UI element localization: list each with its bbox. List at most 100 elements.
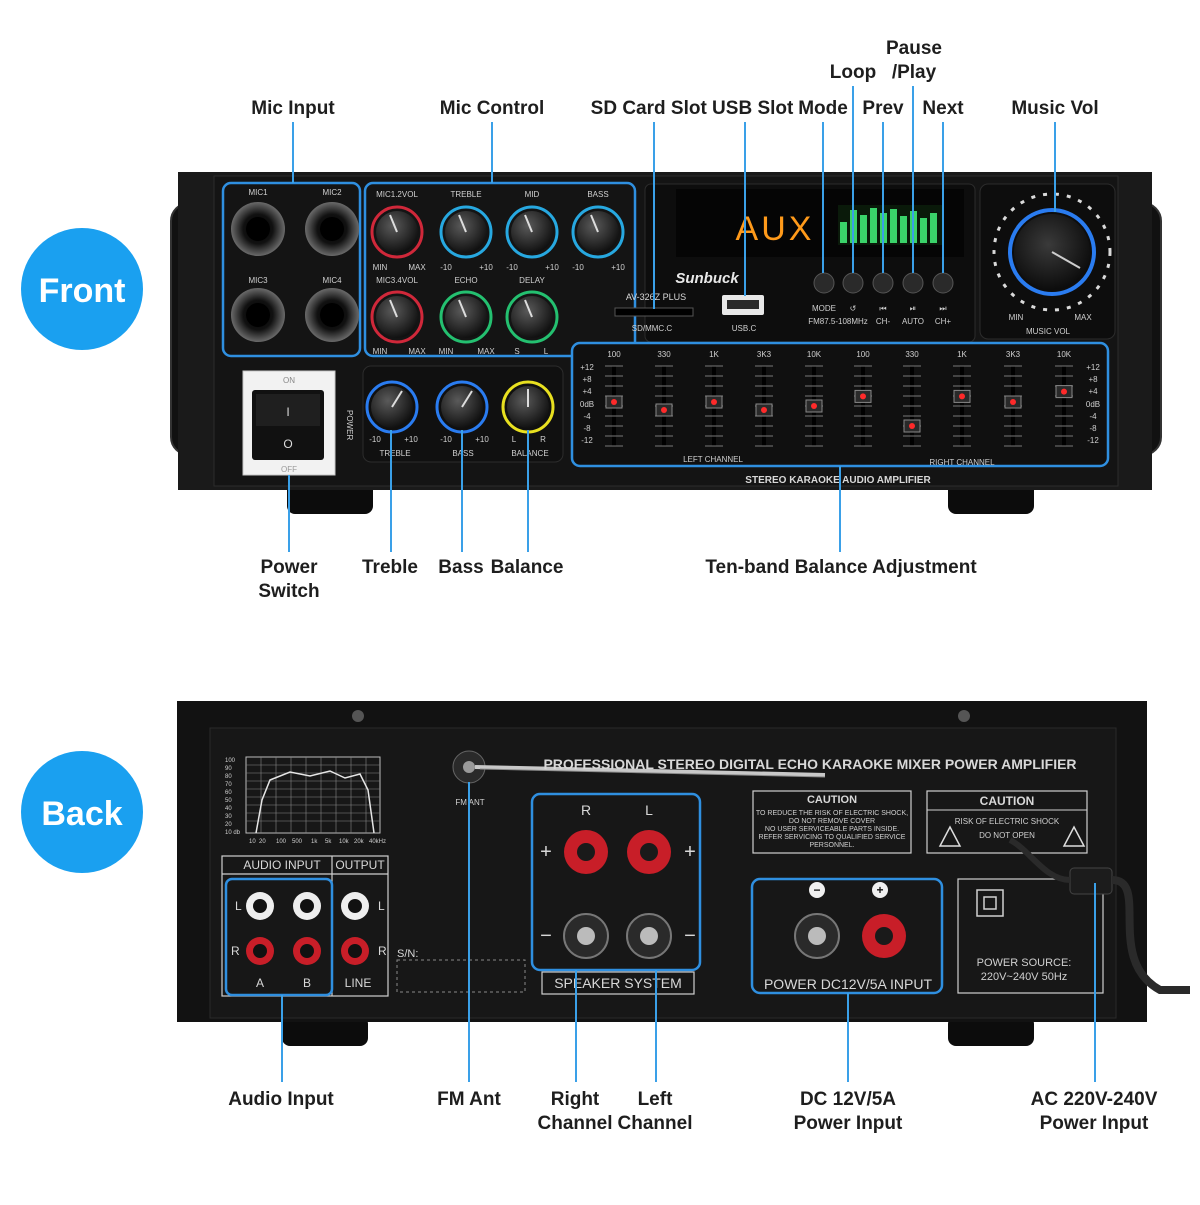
mic-mid-knob[interactable] — [505, 205, 559, 259]
prev-button[interactable] — [872, 272, 894, 294]
svg-text:+: + — [876, 883, 883, 897]
rca-b-left[interactable] — [293, 892, 321, 920]
front-unit: ON I O OFF POWER MIC1 MIC2 MIC3 MIC4 MIC… — [170, 172, 1162, 514]
label-mic-input: Mic Input — [251, 98, 335, 119]
music-vol-knob[interactable] — [992, 192, 1112, 312]
label-left-channel: Channel — [618, 1113, 693, 1134]
svg-text:+: + — [684, 841, 696, 863]
mic-control-highlight — [363, 181, 637, 358]
mic-input-highlight — [221, 181, 362, 358]
next-button[interactable] — [932, 272, 954, 294]
svg-text:-10: -10 — [369, 435, 381, 444]
svg-text:+10: +10 — [475, 435, 489, 444]
svg-text:5k: 5k — [325, 839, 332, 845]
svg-text:−: − — [540, 925, 552, 947]
ac-power-cord[interactable] — [1008, 837, 1190, 994]
mode-button[interactable] — [813, 272, 835, 294]
eq-db-scale-label: +4 — [582, 387, 592, 396]
svg-text:100: 100 — [225, 758, 236, 764]
svg-text:SPEAKER SYSTEM: SPEAKER SYSTEM — [554, 975, 682, 991]
svg-text:RIGHT CHANNEL: RIGHT CHANNEL — [929, 458, 995, 467]
svg-text:DO NOT OPEN: DO NOT OPEN — [979, 831, 1035, 840]
svg-text:50: 50 — [225, 798, 232, 804]
svg-text:MAX: MAX — [477, 347, 495, 356]
svg-text:L: L — [544, 347, 549, 356]
mic-jack-2[interactable] — [305, 202, 359, 256]
mic-bass-knob[interactable] — [571, 205, 625, 259]
eq-db-scale-label: -12 — [581, 436, 593, 445]
svg-text:90: 90 — [225, 766, 232, 772]
svg-text:-10: -10 — [572, 263, 584, 272]
dc-negative-terminal[interactable] — [794, 913, 840, 959]
svg-text:+10: +10 — [545, 263, 559, 272]
loop-button[interactable] — [842, 272, 864, 294]
mic-treble-knob[interactable] — [439, 205, 493, 259]
eq-slider-led — [1010, 399, 1016, 405]
svg-text:MIC2: MIC2 — [322, 188, 342, 197]
svg-text:PROFESSIONAL STEREO DIGITAL EC: PROFESSIONAL STEREO DIGITAL ECHO KARAOKE… — [543, 756, 1076, 772]
delay-knob[interactable] — [505, 290, 559, 344]
svg-text:⏭: ⏭ — [939, 304, 946, 313]
balance-knob[interactable] — [501, 380, 555, 434]
svg-text:S: S — [514, 347, 519, 356]
rca-a-left[interactable] — [246, 892, 274, 920]
mic-jack-4[interactable] — [305, 288, 359, 342]
mic-jack-1[interactable] — [231, 202, 285, 256]
eq-db-scale-label: +8 — [1088, 375, 1098, 384]
eq-slider-led — [711, 399, 717, 405]
label-bass: Bass — [438, 557, 483, 578]
sd-card-slot[interactable] — [614, 307, 694, 317]
left-speaker-positive[interactable] — [627, 830, 671, 874]
eq-db-scale-label: +12 — [1086, 363, 1100, 372]
rca-a-right[interactable] — [246, 937, 274, 965]
svg-text:TO REDUCE THE RISK OF ELECTRIC: TO REDUCE THE RISK OF ELECTRIC SHOCK, — [756, 810, 908, 817]
right-speaker-negative[interactable] — [563, 913, 609, 959]
svg-text:MIN: MIN — [439, 347, 454, 356]
svg-text:B: B — [303, 976, 311, 990]
left-speaker-negative[interactable] — [626, 913, 672, 959]
svg-text:↺: ↺ — [850, 304, 857, 313]
eq-slider-led — [909, 423, 915, 429]
line-out-right[interactable] — [341, 937, 369, 965]
svg-text:AV-326Z PLUS: AV-326Z PLUS — [626, 292, 686, 302]
eq-slider-led — [761, 407, 767, 413]
eq-freq-label: 10K — [807, 350, 822, 359]
svg-text:MIN: MIN — [1009, 313, 1024, 322]
label-prev: Prev — [862, 98, 904, 119]
eq-db-scale-label: +4 — [1088, 387, 1098, 396]
rca-b-right[interactable] — [293, 937, 321, 965]
right-speaker-positive[interactable] — [564, 830, 608, 874]
mic-jack-3[interactable] — [231, 288, 285, 342]
fm-antenna[interactable] — [452, 750, 826, 784]
svg-text:1k: 1k — [311, 839, 318, 845]
label-left: Left — [638, 1089, 674, 1110]
svg-text:Back: Back — [41, 795, 122, 833]
svg-text:S/N:: S/N: — [397, 948, 418, 960]
frequency-response-graph: 100 90 80 70 60 50 40 30 20 10 db 10 20 … — [225, 756, 386, 845]
label-right-channel: Channel — [538, 1113, 613, 1134]
svg-text:USB.C: USB.C — [732, 324, 757, 333]
svg-text:MAX: MAX — [1074, 313, 1092, 322]
eq-freq-label: 3K3 — [1006, 350, 1021, 359]
bass-knob[interactable] — [435, 380, 489, 434]
eq-slider-led — [611, 399, 617, 405]
mic34-vol-knob[interactable] — [370, 290, 424, 344]
back-badge: Back — [21, 751, 143, 873]
front-leaders — [288, 86, 1056, 552]
dc-positive-terminal[interactable] — [862, 914, 906, 958]
svg-text:-10: -10 — [506, 263, 518, 272]
svg-text:MIC3.4VOL: MIC3.4VOL — [376, 276, 418, 285]
eq-freq-label: 10K — [1057, 350, 1072, 359]
mic12-vol-knob[interactable] — [370, 205, 424, 259]
svg-text:BASS: BASS — [587, 190, 608, 199]
svg-text:−: − — [813, 883, 820, 897]
svg-text:DELAY: DELAY — [519, 276, 545, 285]
pause-play-button[interactable] — [902, 272, 924, 294]
line-out-left[interactable] — [341, 892, 369, 920]
label-ten-band: Ten-band Balance Adjustment — [705, 557, 977, 578]
svg-text:RISK OF ELECTRIC SHOCK: RISK OF ELECTRIC SHOCK — [955, 817, 1060, 826]
svg-text:ON: ON — [283, 376, 295, 385]
echo-knob[interactable] — [439, 290, 493, 344]
treble-knob[interactable] — [365, 380, 419, 434]
usb-slot[interactable] — [722, 295, 764, 315]
